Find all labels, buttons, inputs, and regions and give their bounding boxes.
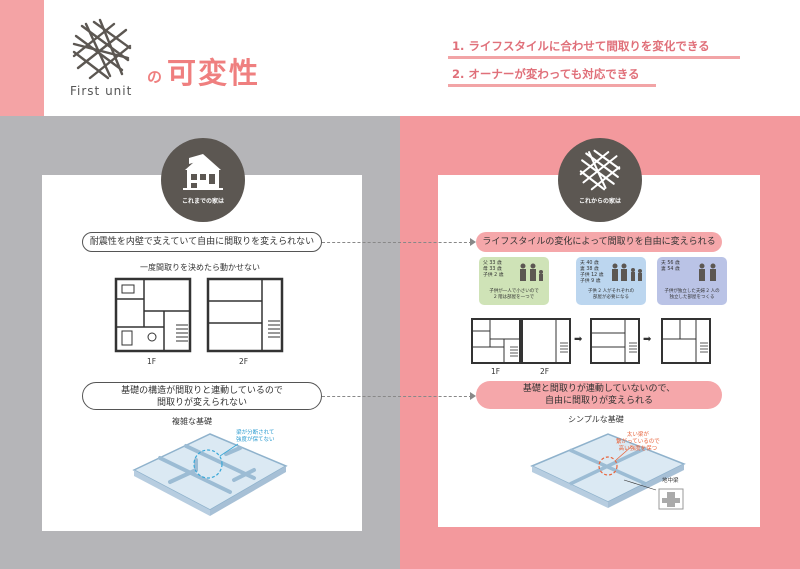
complex-foundation-illustration [132, 433, 288, 516]
new-floor-plan-1f [471, 318, 521, 364]
old-floor-plan-2f [206, 277, 284, 353]
family-3-desc-line1: 子供が独立した夫婦 2 人の [664, 289, 720, 294]
first-unit-logo-icon [72, 18, 132, 80]
family-2-people-icon [612, 263, 642, 281]
family-2-age-2: 妻 38 歳 [580, 267, 599, 272]
family-1-ages: 父 33 歳 母 33 歳 子供 2 歳 [483, 261, 504, 279]
old-point-2-line2: 間取りが変えられない [156, 398, 247, 408]
old-house-badge-label: これまでの家は [181, 198, 224, 205]
old-point-2: 基礎の構造が間取りと連動しているので 間取りが変えられない [82, 382, 322, 410]
connector-line-1 [322, 242, 472, 243]
family-2-desc-line1: 子供 2 人がそれぞれの [587, 289, 635, 294]
old-plan-caption: 一度間取りを決めたら動かせない [140, 263, 260, 272]
connector-arrow-2-icon [470, 392, 476, 400]
old-2f-label: 2F [239, 357, 249, 366]
family-card-empty-nest: 夫 56 歳 妻 54 歳 子供が独立した夫婦 2 人の 独立した部屋をつくる [657, 257, 727, 305]
family-3-ages: 夫 56 歳 妻 54 歳 [661, 261, 680, 273]
new-point-2-line1: 基礎と間取りが連動していないので、 [522, 384, 676, 394]
first-unit-mark-icon [579, 149, 621, 191]
feature-point-2-text: 2. オーナーが変わっても対応できる [452, 67, 640, 81]
new-point-1: ライフスタイルの変化によって間取りを自由に変えられる [476, 232, 722, 252]
ground-beam-section-icon [658, 488, 684, 510]
feature-point-1: 1. ライフスタイルに合わせて間取りを変化できる [448, 38, 740, 59]
old-point-2-line1: 基礎の構造が間取りと連動しているので [121, 386, 283, 396]
feature-point-1-text: 1. ライフスタイルに合わせて間取りを変化できる [452, 39, 710, 53]
new-floor-plan-2f-stage3 [661, 318, 711, 364]
arrow-right-icon-2: ➡ [643, 334, 652, 345]
family-3-desc: 子供が独立した夫婦 2 人の 独立した部屋をつくる [660, 289, 724, 301]
old-callout-line2: 強度が保てない [236, 437, 275, 443]
old-house-badge: これまでの家は [161, 138, 245, 222]
family-1-desc-line1: 子供が一人で小さいので [489, 289, 539, 294]
new-callout-line1: 太い梁が [626, 432, 649, 438]
house-icon [183, 154, 223, 190]
family-card-young: 父 33 歳 母 33 歳 子供 2 歳 子供が一人で小さいので 2 階は部屋を… [479, 257, 549, 305]
old-floor-plan-1f [114, 277, 192, 353]
arrow-right-icon: ➡ [574, 334, 583, 345]
family-1-people-icon [520, 263, 543, 281]
new-point-2-line2: 自由に間取りが変えられる [544, 396, 653, 406]
new-1f-label: 1F [491, 367, 501, 376]
old-callout-line1: 梁が分断されて [236, 430, 275, 436]
family-1-age-1: 父 33 歳 [483, 261, 502, 266]
family-1-age-2: 母 33 歳 [483, 267, 502, 272]
old-point-1: 耐震性を内壁で支えていて自由に間取りを変えられない [82, 232, 322, 252]
family-3-age-2: 妻 54 歳 [661, 267, 680, 272]
family-3-desc-line2: 独立した部屋をつくる [669, 295, 715, 300]
family-2-desc-line2: 部屋が必要になる [593, 295, 629, 300]
old-point-1-text: 耐震性を内壁で支えていて自由に間取りを変えられない [89, 237, 315, 247]
family-3-age-1: 夫 56 歳 [661, 261, 680, 266]
family-1-age-3: 子供 2 歳 [483, 273, 504, 278]
family-2-desc: 子供 2 人がそれぞれの 部屋が必要になる [579, 289, 643, 301]
ground-beam-label: 地中梁 [662, 478, 679, 484]
family-3-people-icon [699, 263, 716, 281]
new-2f-label: 2F [540, 367, 550, 376]
family-card-growing: 夫 40 歳 妻 38 歳 子供 12 歳 子供 9 歳 子供 2 人がそれぞれ… [576, 257, 646, 305]
new-callout-line2: 繋がっているので [616, 439, 660, 445]
feature-point-2: 2. オーナーが変わっても対応できる [448, 66, 656, 87]
new-point-2: 基礎と間取りが連動していないので、 自由に間取りが変えられる [476, 381, 722, 409]
simple-foundation-illustration [530, 433, 686, 508]
connector-arrow-1-icon [470, 238, 476, 246]
connector-line-2 [322, 396, 472, 397]
family-2-age-1: 夫 40 歳 [580, 261, 599, 266]
new-callout-line3: 高い強度を保つ [618, 446, 658, 452]
family-1-desc-line2: 2 階は部屋を一つで [493, 295, 535, 300]
new-house-badge-label: これからの家は [578, 198, 621, 205]
header-accent-stripe [0, 0, 44, 116]
family-1-desc: 子供が一人で小さいので 2 階は部屋を一つで [482, 289, 546, 301]
old-1f-label: 1F [147, 357, 157, 366]
logo-text: First unit [70, 84, 133, 98]
feature-point-2-underline [448, 84, 656, 87]
new-floor-plan-2f-stage2 [590, 318, 640, 364]
new-foundation-caption: シンプルな基礎 [568, 415, 624, 424]
family-2-age-3: 子供 12 歳 [580, 273, 604, 278]
new-point-1-text: ライフスタイルの変化によって間取りを自由に変えられる [482, 237, 716, 247]
new-foundation-callout: 太い梁が 繋がっているので 高い強度を保つ [616, 432, 660, 453]
feature-point-1-underline [448, 56, 740, 59]
old-foundation-callout: 梁が分断されて 強度が保てない [236, 430, 275, 444]
new-floor-plan-2f-stage1 [521, 318, 571, 364]
new-house-badge: これからの家は [558, 138, 642, 222]
page-title: 可変性 [167, 56, 261, 90]
old-foundation-caption: 複雑な基礎 [172, 417, 212, 426]
title-particle: の [147, 68, 163, 86]
family-2-ages: 夫 40 歳 妻 38 歳 子供 12 歳 子供 9 歳 [580, 261, 604, 285]
family-2-age-4: 子供 9 歳 [580, 279, 601, 284]
